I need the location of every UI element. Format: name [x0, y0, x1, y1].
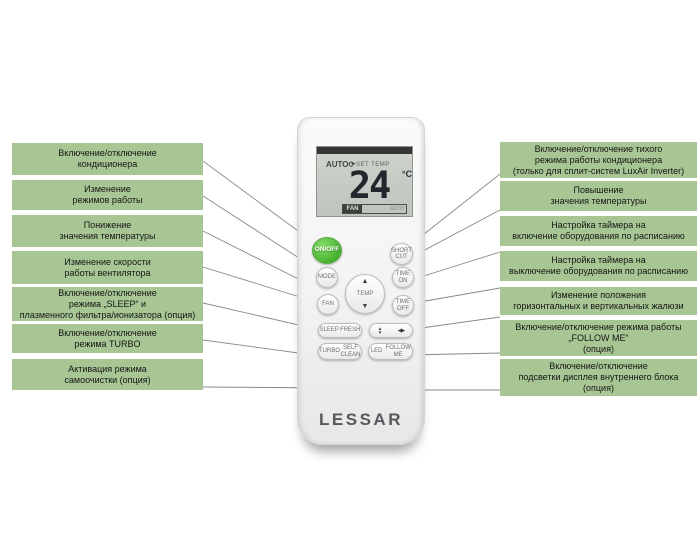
- callout-temp-decrease: Понижение значения температуры: [12, 215, 203, 247]
- led-followme-pill: LED FOLLOW ME: [368, 343, 413, 360]
- sleep-fresh-pill: SLEEP FRESH: [318, 323, 362, 338]
- callout-self-clean: Активация режима самоочистки (опция): [12, 359, 203, 390]
- lcd-set-temp-label: SET TEMP: [356, 162, 390, 168]
- remote-body: AUTO⟳ SET TEMP 24 °C FAN AUTO ON/OFF SHO…: [297, 117, 425, 445]
- callout-display-backlight: Включение/отключение подсветки дисплея в…: [500, 359, 697, 396]
- callout-timer-on: Настройка таймера на включение оборудова…: [500, 216, 697, 246]
- lcd-fan-value: AUTO: [390, 206, 404, 212]
- lcd-mode-indicator: AUTO⟳: [326, 160, 356, 169]
- sleep-button[interactable]: SLEEP: [319, 327, 339, 334]
- callout-mode-change: Изменение режимов работы: [12, 180, 203, 210]
- callout-timer-off: Настройка таймера на выключение оборудов…: [500, 251, 697, 281]
- callout-quiet-mode: Включение/отключение тихого режима работ…: [500, 142, 697, 178]
- self-clean-button[interactable]: SELF CLEAN: [340, 345, 361, 358]
- auto-cycle-icon: ⟳: [348, 160, 356, 169]
- callout-temp-increase: Повышение значения температуры: [500, 181, 697, 211]
- turbo-button[interactable]: TURBO: [319, 348, 340, 355]
- callout-louver-position: Изменение положения горизонтальных и вер…: [500, 287, 697, 315]
- callout-turbo-mode: Включение/отключение режима TURBO: [12, 324, 203, 353]
- time-off-button[interactable]: TIME OFF: [392, 295, 414, 316]
- follow-me-button[interactable]: FOLLOW ME: [385, 345, 411, 358]
- temp-rocker: ▲ TEMP ▼: [345, 274, 385, 314]
- callout-power-toggle: Включение/отключение кондиционера: [12, 143, 203, 175]
- lcd-top-bar: [317, 147, 412, 154]
- temp-up-button[interactable]: ▲: [361, 278, 369, 285]
- time-on-button[interactable]: TIME ON: [392, 267, 414, 288]
- lcd-temperature-unit: °C: [402, 169, 413, 179]
- temp-down-button[interactable]: ▼: [361, 303, 369, 310]
- callout-fan-speed: Изменение скорости работы вентилятора: [12, 251, 203, 284]
- turbo-selfclean-pill: TURBO SELF CLEAN: [318, 343, 362, 360]
- temp-label: TEMP: [356, 290, 374, 297]
- swing-pill: ▲▼ ◀▶: [369, 323, 413, 338]
- on-off-button[interactable]: ON/OFF: [312, 237, 342, 264]
- fresh-button[interactable]: FRESH: [340, 327, 361, 334]
- callout-follow-me: Включение/отключение режима работы „FOLL…: [500, 320, 697, 356]
- brand-logo: LESSAR: [319, 410, 403, 429]
- lcd-status-bar: FAN AUTO: [342, 204, 407, 214]
- fan-button[interactable]: FAN: [317, 294, 339, 315]
- led-button[interactable]: LED: [370, 348, 383, 355]
- lcd-temperature-value: 24: [348, 164, 392, 207]
- swing-vertical-icon[interactable]: ▲▼: [377, 325, 383, 335]
- shortcut-button[interactable]: SHORT CUT: [390, 243, 413, 265]
- callout-sleep-mode: Включение/отключение режима „SLEEP“ и пл…: [12, 287, 203, 321]
- swing-horizontal-icon[interactable]: ◀▶: [397, 327, 406, 334]
- lcd-fan-label: FAN: [343, 205, 362, 213]
- lcd-display: AUTO⟳ SET TEMP 24 °C FAN AUTO: [316, 146, 413, 217]
- mode-button[interactable]: MODE: [316, 267, 338, 288]
